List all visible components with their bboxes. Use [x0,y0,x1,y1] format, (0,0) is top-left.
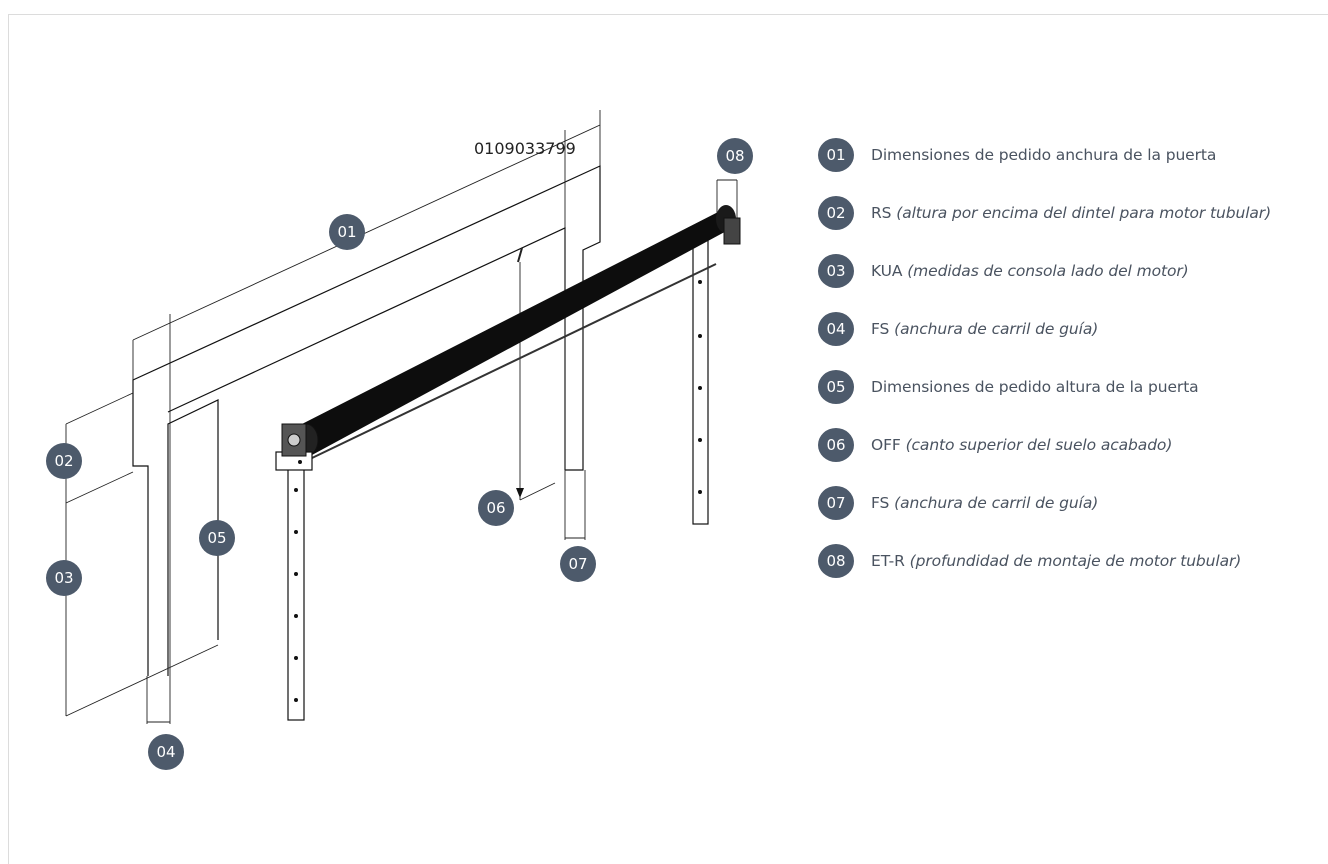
page-frame [8,14,1328,864]
svg-text:02: 02 [54,452,73,470]
legend-description: (profundidad de montaje de motor tubular… [909,552,1242,570]
legend-term: Dimensiones de pedido altura de la puert… [871,378,1199,396]
badge-05: 05 [199,520,235,556]
legend-item: 08 ET-R (profundidad de montaje de motor… [818,544,1241,578]
svg-text:01: 01 [337,223,356,241]
legend-item: 03 KUA (medidas de consola lado del moto… [818,254,1189,288]
legend-term: RS [871,204,892,222]
legend-term: FS [871,320,890,338]
badge-06: 06 [478,490,514,526]
legend-term: KUA [871,262,903,280]
legend-item: 04 FS (anchura de carril de guía) [818,312,1098,346]
part-code: 0109033799 [474,139,576,158]
legend-number: 06 [818,428,854,462]
legend-term: OFF [871,436,901,454]
legend-description: (canto superior del suelo acabado) [905,436,1173,454]
legend-number: 07 [818,486,854,520]
dimension-lines [65,110,738,724]
legend-item: 02 RS (altura por encima del dintel para… [818,196,1271,230]
legend-number: 01 [818,138,854,172]
badge-03: 03 [46,560,82,596]
legend-item: 06 OFF (canto superior del suelo acabado… [818,428,1172,462]
legend-number: 03 [818,254,854,288]
legend-number: 05 [818,370,854,404]
legend-term: ET-R [871,552,905,570]
legend-description: (altura por encima del dintel para motor… [896,204,1272,222]
svg-text:07: 07 [568,555,587,573]
svg-text:04: 04 [156,743,175,761]
svg-text:06: 06 [486,499,505,517]
svg-text:03: 03 [54,569,73,587]
legend-number: 08 [818,544,854,578]
legend-description: (anchura de carril de guía) [894,494,1099,512]
left-guide-rail [287,467,305,721]
legend-item: 05 Dimensiones de pedido altura de la pu… [818,370,1199,404]
legend-number: 02 [818,196,854,230]
badge-04: 04 [148,734,184,770]
badge-02: 02 [46,443,82,479]
legend-item: 01 Dimensiones de pedido anchura de la p… [818,138,1216,172]
badge-01: 01 [329,214,365,250]
svg-text:08: 08 [725,147,744,165]
legend-number: 04 [818,312,854,346]
legend-item: 07 FS (anchura de carril de guía) [818,486,1098,520]
legend-term: FS [871,494,890,512]
legend-description: (medidas de consola lado del motor) [907,262,1189,280]
badge-07: 07 [560,546,596,582]
svg-text:05: 05 [207,529,226,547]
legend-term: Dimensiones de pedido anchura de la puer… [871,146,1217,164]
legend-description: (anchura de carril de guía) [894,320,1099,338]
roller-tube [275,205,741,471]
right-guide-rail [692,239,709,525]
badge-08: 08 [717,138,753,174]
arrow-head [516,488,524,498]
